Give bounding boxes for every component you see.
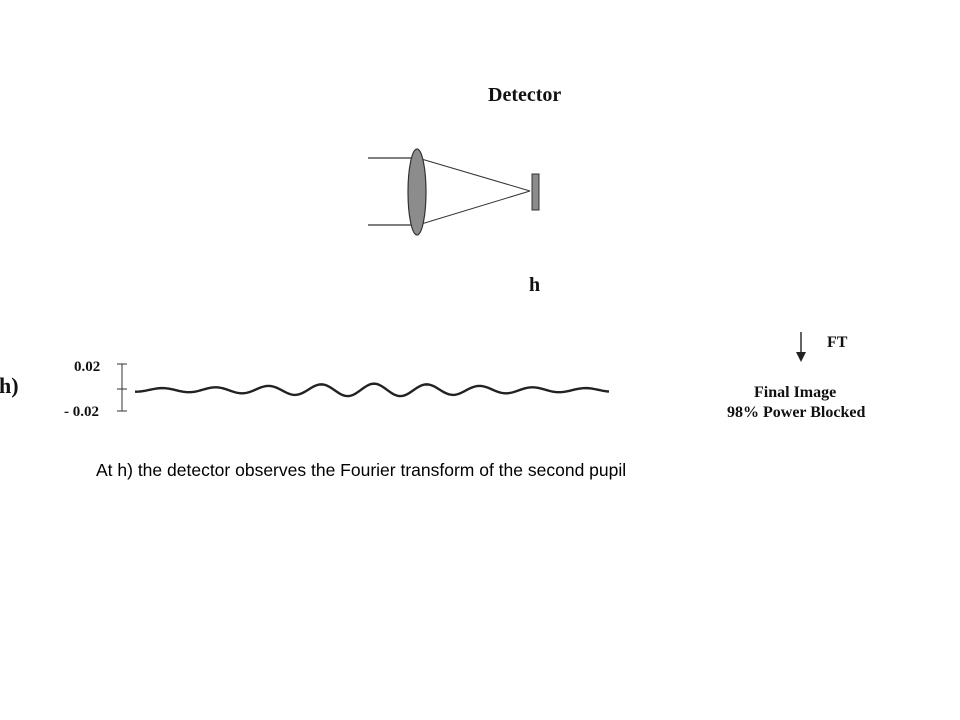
converging-ray-bottom bbox=[417, 190, 531, 226]
lens bbox=[407, 148, 427, 236]
detector-title: Detector bbox=[488, 84, 561, 106]
detector-plate bbox=[531, 173, 540, 211]
stage-label: h bbox=[529, 274, 540, 296]
power-blocked-label: 98% Power Blocked bbox=[727, 404, 865, 421]
ft-label: FT bbox=[827, 334, 848, 351]
caption: At h) the detector observes the Fourier … bbox=[96, 460, 627, 480]
ft-arrow-head bbox=[796, 352, 806, 362]
final-image-label: Final Image bbox=[754, 384, 836, 401]
y-max-label: 0.02 bbox=[74, 359, 100, 375]
converging-ray-top bbox=[417, 157, 531, 192]
y-min-label: - 0.02 bbox=[64, 404, 99, 420]
waveform-curve bbox=[134, 382, 610, 398]
panel-label: h) bbox=[0, 373, 19, 398]
